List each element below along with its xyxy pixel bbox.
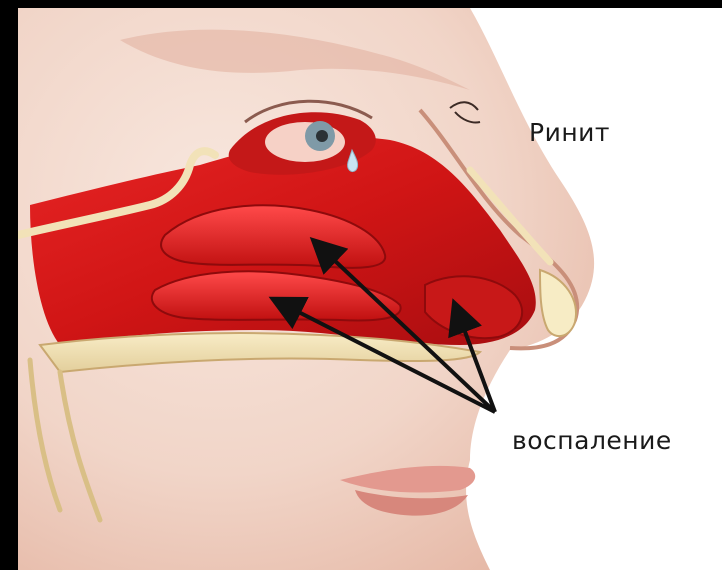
left-frame-bar: [0, 0, 18, 570]
inflammation-label: воспаление: [512, 426, 672, 455]
pupil: [316, 130, 328, 142]
rhinitis-label: Ринит: [529, 118, 610, 147]
top-frame-bar: [0, 0, 722, 8]
